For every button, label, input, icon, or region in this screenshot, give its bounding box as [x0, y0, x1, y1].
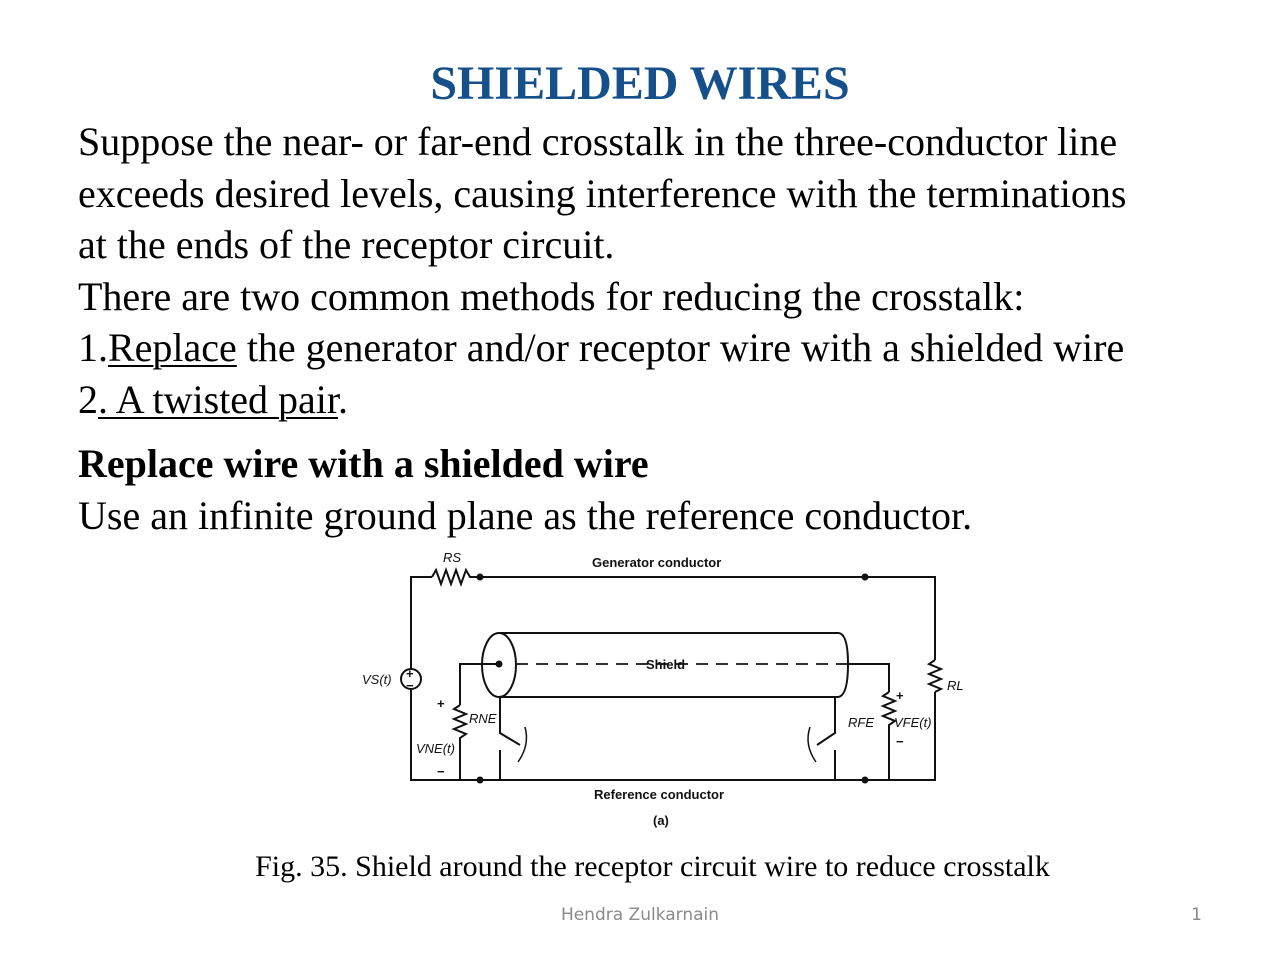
slide-title: SHIELDED WIRES — [430, 57, 850, 110]
rs-label: RS — [443, 550, 461, 565]
shield-pigtail-right — [816, 697, 836, 746]
list-item-1: 1.Replace the generator and/or receptor … — [78, 322, 1126, 374]
rl-resistor — [926, 659, 944, 693]
item-number: 2 — [78, 376, 98, 422]
diagram-sublabel: (a) — [653, 813, 669, 828]
body-line: at the ends of the receptor circuit. — [78, 222, 615, 267]
reference-label: Reference conductor — [594, 787, 724, 802]
node-dot — [861, 573, 869, 581]
vne-minus: − — [437, 764, 445, 779]
item-text: . — [338, 376, 348, 422]
section-text: Use an infinite ground plane as the refe… — [78, 493, 973, 538]
body-line: exceeds desired levels, causing interfer… — [78, 170, 1127, 216]
twisted-pair-link[interactable]: . A twisted pair — [98, 376, 338, 422]
node-dot — [495, 660, 503, 668]
vfe-plus: + — [896, 688, 904, 703]
footer-author: Hendra Zulkarnain — [560, 905, 720, 925]
shield-pigtail-left — [499, 697, 521, 746]
switch-arrow-icon — [517, 726, 528, 763]
body-line: Suppose the near- or far-end crosstalk i… — [78, 119, 1118, 164]
switch-arrow-icon — [807, 726, 817, 763]
vfe-minus: − — [896, 734, 904, 749]
section-heading: Replace wire with a shielded wire — [78, 441, 649, 486]
generator-label: Generator conductor — [592, 555, 721, 570]
vfe-label: VFE(t) — [894, 715, 932, 730]
vne-plus: + — [437, 696, 445, 711]
source-plus: + — [406, 666, 414, 681]
shield-label: Shield — [646, 657, 685, 672]
voltage-source-icon — [400, 668, 422, 690]
rl-label: RL — [947, 678, 964, 693]
rne-label: RNE — [469, 711, 497, 726]
node-dot — [861, 776, 869, 784]
source-minus: − — [406, 678, 414, 693]
page-number: 1 — [1191, 905, 1202, 925]
list-item-2: 2. A twisted pair. — [78, 374, 1126, 426]
item-number: 1. — [78, 325, 108, 370]
node-dot — [476, 573, 484, 581]
replace-link[interactable]: Replace — [108, 325, 237, 370]
right-wire — [410, 690, 936, 781]
rne-resistor — [451, 704, 469, 780]
vs-label: VS(t) — [362, 672, 392, 687]
figure-caption: Fig. 35. Shield around the receptor circ… — [255, 850, 1050, 883]
generator-wire — [478, 576, 936, 660]
node-dot — [476, 776, 484, 784]
ne-wire — [459, 663, 500, 705]
item-text: the generator and/or receptor wire with … — [236, 325, 1125, 370]
body-text: Suppose the near- or far-end crosstalk i… — [78, 116, 1126, 425]
left-wire — [410, 576, 432, 668]
body-line: There are two common methods for reducin… — [78, 273, 1025, 319]
rs-resistor — [431, 567, 478, 587]
rfe-resistor — [880, 691, 898, 780]
vne-label: VNE(t) — [416, 741, 455, 756]
rfe-label: RFE — [848, 715, 874, 730]
fe-wire — [848, 663, 890, 692]
